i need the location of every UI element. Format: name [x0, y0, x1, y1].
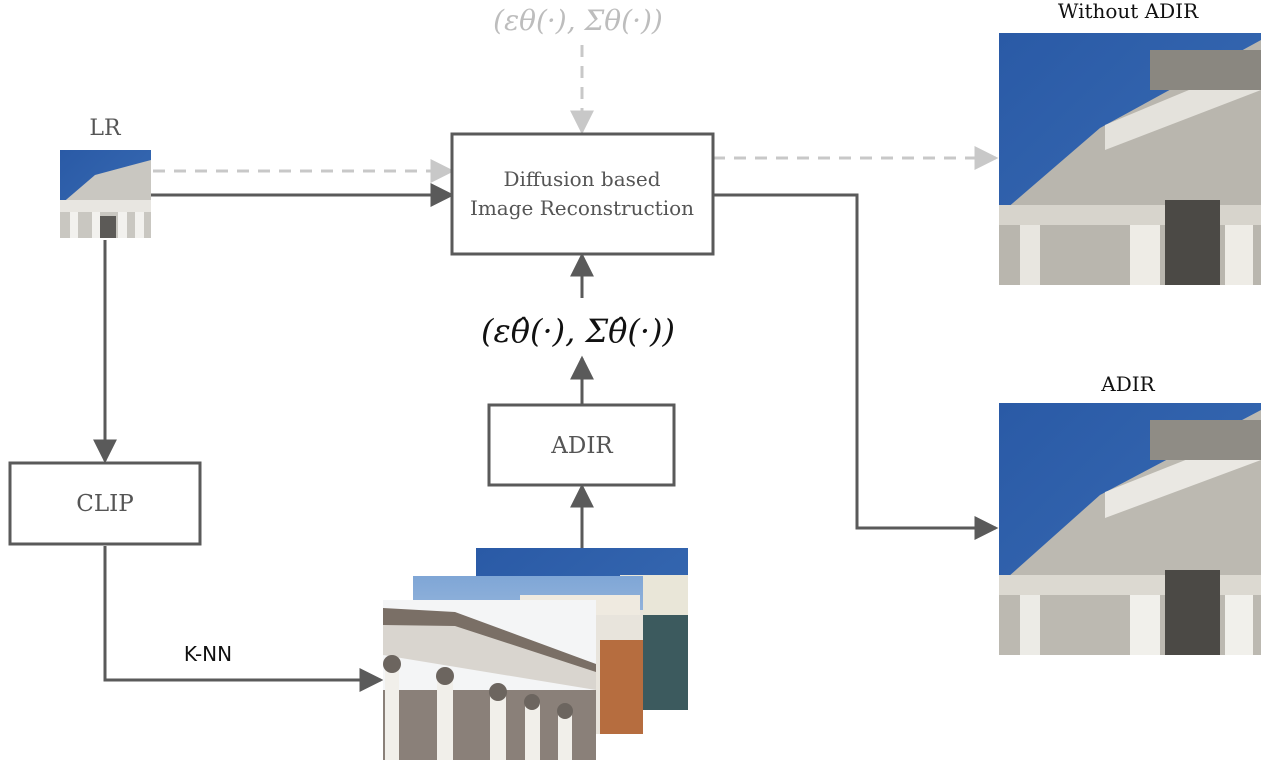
without-adir-image: [999, 33, 1261, 285]
top-formula: (εθ(·), Σθ(·)): [493, 4, 663, 37]
diffusion-label-line1: Diffusion based: [503, 167, 660, 191]
arrow-diffusion-to-adir-output: [713, 193, 999, 540]
clip-label: CLIP: [76, 491, 133, 517]
diffusion-label-line2: Image Reconstruction: [470, 196, 694, 220]
lr-image: [60, 150, 151, 238]
mid-formula: (εθ̂(·), Σθ̂(·)): [481, 312, 675, 350]
clip-box: [8, 461, 202, 546]
lr-label: LR: [89, 116, 122, 141]
adir-box-label: ADIR: [550, 433, 613, 459]
adir-box: [487, 403, 676, 487]
knn-label: K-NN: [184, 642, 232, 666]
retrieved-images-stack: [383, 548, 688, 760]
arrow-clip-to-stack: [103, 546, 384, 692]
adir-output-label: ADIR: [1100, 372, 1155, 396]
without-adir-label: Without ADIR: [1058, 0, 1199, 23]
diffusion-box: [450, 132, 715, 256]
adir-output-image: [999, 403, 1261, 655]
